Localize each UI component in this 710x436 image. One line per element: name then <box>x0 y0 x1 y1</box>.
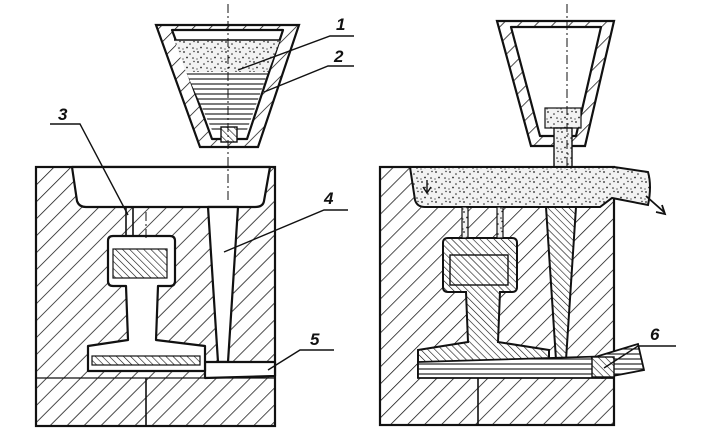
overflow-arrow <box>645 195 667 216</box>
leader-6 <box>603 345 676 369</box>
label-6: 6 <box>650 325 660 344</box>
callouts: 1 2 3 4 5 6 <box>50 15 676 371</box>
label-1: 1 <box>336 15 345 34</box>
left-mould <box>34 165 277 428</box>
leader-1 <box>237 35 354 71</box>
label-4: 4 <box>323 189 334 208</box>
label-5: 5 <box>310 330 320 349</box>
right-assembly <box>378 4 667 427</box>
label-3: 3 <box>58 105 68 124</box>
label-2: 2 <box>333 47 344 66</box>
leader-4 <box>223 209 348 253</box>
leader-5 <box>267 349 334 371</box>
leader-3 <box>50 123 129 216</box>
right-hopper <box>495 19 616 173</box>
leader-2 <box>263 65 354 93</box>
left-assembly <box>34 4 301 428</box>
right-mould <box>378 165 651 427</box>
